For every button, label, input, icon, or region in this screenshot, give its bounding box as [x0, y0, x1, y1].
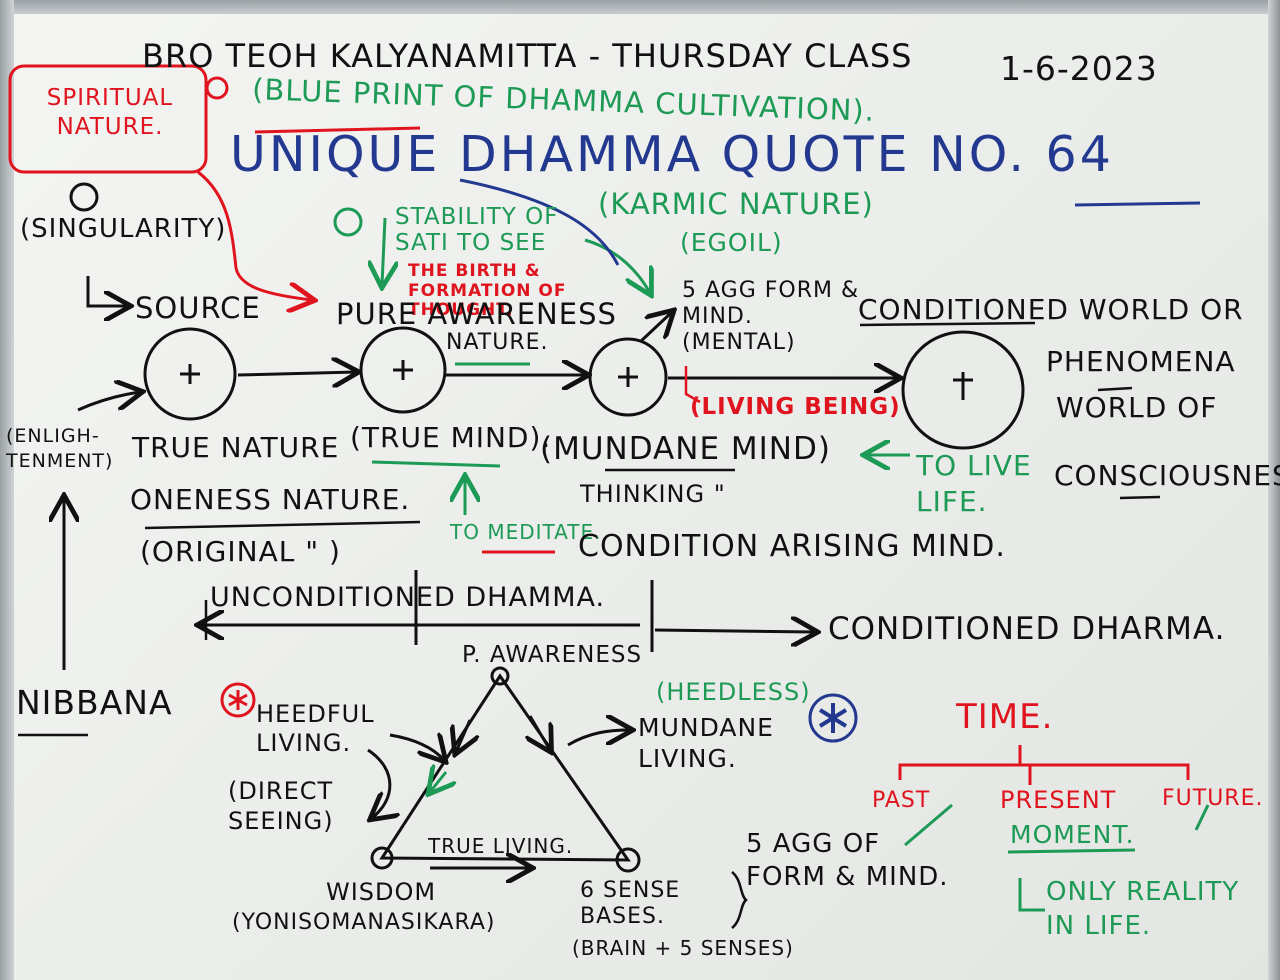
- red-star-mark-top: [205, 76, 229, 100]
- unconditioned-dhamma-label: UNCONDITIONED DHAMMA.: [210, 582, 606, 613]
- six-sense-bases-label: 6 SENSE BASES.: [580, 878, 681, 930]
- living-being-plus-icon: [618, 367, 638, 387]
- oneness-nature-label: ONENESS NATURE.: [130, 483, 411, 516]
- spiritual-nature-arrow: [197, 170, 312, 300]
- birth-of-thought-label: THE BIRTH & FORMATION OF THOUGHT.: [408, 261, 567, 321]
- green-triangle-arrow: [430, 772, 446, 792]
- board-frame-top: [0, 0, 1280, 14]
- future-strike: [1194, 804, 1210, 831]
- triangle-left-dot: [370, 846, 394, 870]
- original-label: (ORIGINAL " ): [140, 535, 341, 568]
- moment-label: MOMENT.: [1010, 820, 1135, 849]
- living-being-label: (LIVING BEING): [690, 394, 901, 420]
- nature-label: NATURE.: [446, 330, 549, 355]
- underline-no: [1097, 386, 1133, 392]
- true-living-label: TRUE LIVING.: [428, 834, 574, 858]
- brain-senses-label: (BRAIN + 5 SENSES): [572, 936, 794, 960]
- stability-label: STABILITY OF SATI TO SEE: [395, 204, 559, 257]
- red-star-icon: [228, 690, 248, 710]
- triangle-apex-dot: [490, 666, 510, 686]
- nibbana-label: NIBBANA: [16, 683, 173, 722]
- mundane-living-label: MUNDANE LIVING.: [638, 713, 774, 774]
- past-strike: [904, 803, 953, 847]
- red-star-circle: [220, 682, 256, 718]
- triangle-inner-arrow-right: [530, 715, 550, 750]
- heedful-living-label: HEEDFUL LIVING.: [256, 700, 375, 757]
- phenomena-label: PHENOMENA: [1046, 345, 1236, 378]
- blue-star-icon: [818, 703, 848, 733]
- five-agg-label: 5 AGG FORM & MIND. (MENTAL): [682, 278, 860, 355]
- pure-awareness-label: PURE AWARENESS: [336, 297, 617, 331]
- time-label: TIME.: [956, 697, 1054, 737]
- underline-blue-print: [254, 126, 421, 134]
- conditioned-dharma-label: CONDITIONED DHARMA.: [828, 611, 1226, 647]
- direct-seeing-label: (DIRECT SEEING): [228, 777, 334, 835]
- mundane-mind-label: (MUNDANE MIND): [540, 431, 831, 467]
- source-to-pure-awareness-arrow: [237, 372, 356, 375]
- condition-arising-label: CONDITION ARISING MIND.: [578, 529, 1006, 564]
- black-star-mark: [69, 182, 99, 212]
- singularity-label: (SINGULARITY): [20, 214, 227, 244]
- world-of-label: WORLD OF: [1056, 391, 1218, 424]
- class-date: 1-6-2023: [1000, 49, 1158, 88]
- triangle-right-dot: [615, 847, 641, 873]
- underline-scious: [1119, 495, 1161, 500]
- green-star-mark: [333, 207, 363, 237]
- blue-star-circle: [808, 693, 858, 743]
- triangle-inner-arrow-left: [456, 719, 470, 752]
- time-bracket: [898, 745, 1190, 785]
- thinking-label: THINKING ": [580, 480, 726, 508]
- enlightenment-to-source-arrow: [77, 392, 140, 412]
- underline-original: [144, 520, 421, 530]
- source-label: SOURCE: [135, 291, 261, 325]
- to-meditate-label: TO MEDITATE.: [450, 520, 602, 544]
- pure-awareness-plus-icon: [393, 360, 413, 380]
- underline-moment: [1007, 848, 1136, 854]
- blue-connector-curve: [459, 178, 620, 266]
- yoniso-label: (YONISOMANASIKARA): [232, 910, 496, 935]
- agg-form-mind-label: 5 AGG OF FORM & MIND.: [746, 829, 949, 892]
- direct-seeing-curve: [368, 748, 390, 818]
- underline-conditioned: [859, 321, 1036, 327]
- p-awareness-label: P. AWARENESS: [462, 642, 643, 668]
- birth-of-thought-arrow: [584, 238, 650, 293]
- underline-quote-number: [1074, 201, 1201, 207]
- mundane-living-arrow: [567, 730, 630, 747]
- sense-bases-brace: [731, 871, 748, 929]
- present-label: PRESENT: [1000, 786, 1117, 814]
- underline-true-mind: [371, 460, 501, 468]
- true-nature-label: TRUE NATURE: [132, 431, 340, 464]
- source-circle: [143, 327, 237, 421]
- to-live-life-label: TO LIVE LIFE.: [916, 449, 1032, 519]
- karmic-nature-label: (KARMIC NATURE): [598, 187, 874, 221]
- conditioned-axis-arrow: [654, 630, 815, 632]
- past-label: PAST: [872, 788, 931, 813]
- true-mind-label: (TRUE MIND).: [350, 421, 552, 454]
- source-plus-icon: [180, 364, 200, 384]
- stability-arrow: [382, 217, 385, 285]
- quote-title: UNIQUE DHAMMA QUOTE NO. 64: [230, 126, 1114, 183]
- true-living-triangle: [379, 673, 631, 862]
- living-being-red-arrow: [684, 366, 701, 404]
- singularity-to-source-arrow: [86, 276, 128, 306]
- enlightenment-label: (ENLIGH-TENMENT): [6, 425, 114, 472]
- living-being-to-five-agg-arrow: [638, 312, 672, 344]
- egoil-label: (EGOIL): [680, 228, 783, 257]
- class-title: BRO TEOH KALYANAMITTA - THURSDAY CLASS: [142, 37, 913, 75]
- wisdom-label: WISDOM: [326, 878, 437, 906]
- conditioned-world-label: CONDITIONED WORLD OR: [858, 293, 1244, 326]
- heedless-label: (HEEDLESS): [656, 678, 811, 706]
- board-frame-left: [0, 0, 14, 980]
- heedful-arrow: [389, 735, 444, 760]
- only-reality-label: ONLY REALITY IN LIFE.: [1046, 877, 1240, 941]
- conditioned-world-plus-icon: [953, 372, 973, 400]
- board-frame-right: [1268, 0, 1280, 980]
- consciousness-label: CONSCIOUSNESS.: [1054, 459, 1280, 492]
- spiritual-nature-label: SPIRITUAL NATURE.: [46, 85, 174, 140]
- spiritual-nature-box: [8, 64, 208, 174]
- future-label: FUTURE.: [1162, 786, 1264, 811]
- only-reality-arrow: [1018, 878, 1045, 912]
